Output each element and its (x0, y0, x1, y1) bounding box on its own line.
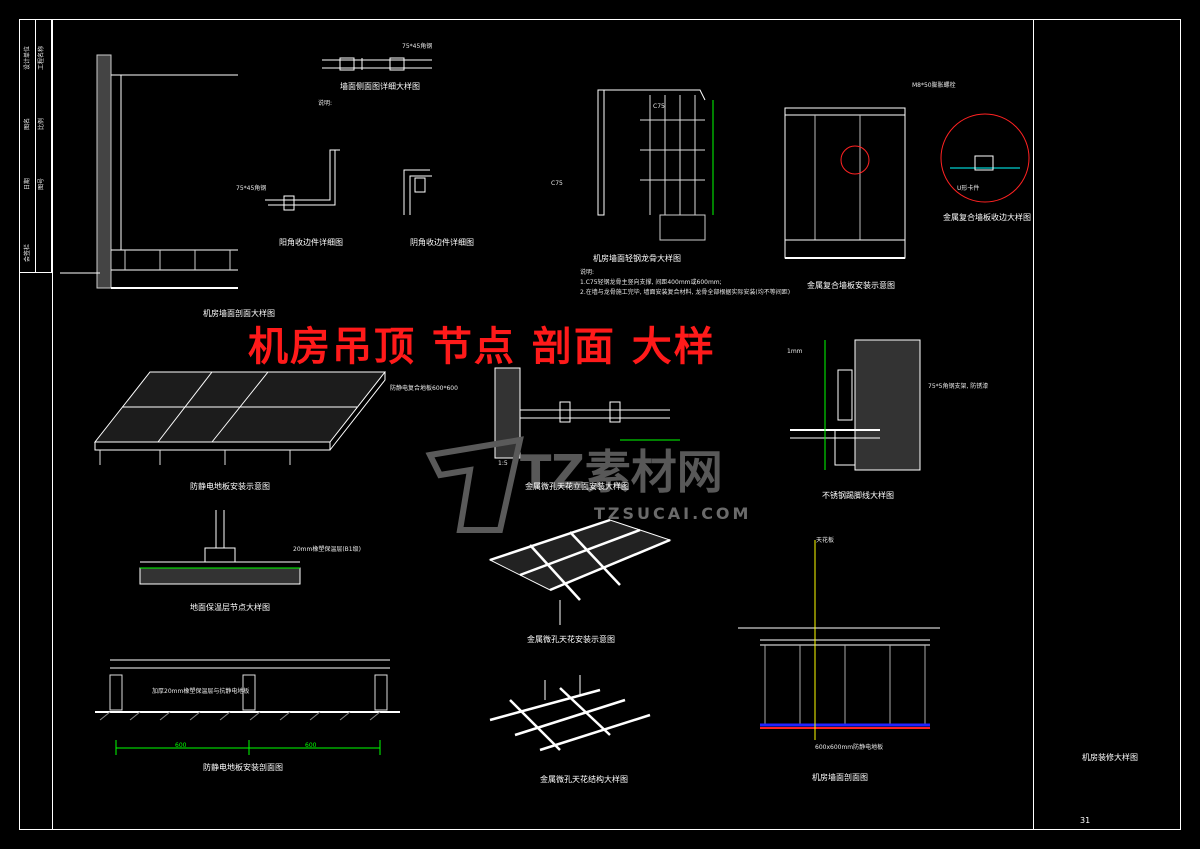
caption-floor-insulation: 地面保温层节点大样图 (190, 603, 270, 612)
label-tile-size: 防静电复合地板600*600 (390, 385, 458, 392)
label-scale-bar: 1:5 (498, 460, 508, 467)
label-angle: 75*45角钢 (402, 43, 433, 50)
label-angle2: 75*45角钢 (236, 185, 267, 192)
label-ceiling-tile: 天花板 (816, 537, 835, 544)
label-floor-grid: 600x600mm防静电地板 (815, 744, 884, 751)
label-dim-600a: 600 (175, 742, 187, 749)
caption-wall-section: 机房墙面剖面大样图 (203, 309, 275, 318)
watermark-url: TZSUCAI.COM (594, 504, 752, 523)
sheet-name: 机房装修大样图 (1082, 753, 1138, 762)
label-dim-600b: 600 (305, 742, 317, 749)
label-ms50: M8*50膨胀螺栓 (912, 82, 956, 89)
label-u-clip: U形卡件 (957, 185, 980, 192)
caption-room-section: 机房墙面剖面图 (812, 773, 868, 782)
caption-floor-section: 防静电地板安装剖面图 (203, 763, 283, 772)
caption-ceiling-section: 金属微孔天花立面安装大样图 (525, 482, 629, 491)
caption-ceiling-iso: 金属微孔天花安装示意图 (527, 635, 615, 644)
title-block-frame (1033, 19, 1181, 830)
label-c75b: C75 (653, 103, 665, 110)
caption-yang-corner: 阳角收边件详细图 (279, 238, 343, 247)
sheet-number: 31 (1080, 816, 1091, 825)
left-strip-divider (35, 19, 36, 273)
label-gap-1mm: 1mm (787, 348, 803, 355)
caption-skirting: 不锈钢踢脚线大样图 (822, 491, 894, 500)
watermark-name: TZ素材网 (520, 445, 723, 499)
caption-raised-floor: 防静电地板安装示意图 (190, 482, 270, 491)
wall-note-title: 说明: (318, 100, 333, 107)
label-insulation: 20mm橡塑保温层(B1级) (293, 546, 361, 553)
caption-ceiling-grid: 金属微孔天花结构大样图 (540, 775, 628, 784)
caption-yin-corner: 阴角收边件详细图 (410, 238, 474, 247)
label-angle3: 75*5角钢支架, 防锈漆 (928, 383, 989, 390)
keel-note-1: 1.C75轻钢龙骨主竖向支撑, 间距400mm或600mm; (580, 279, 722, 286)
wall-hatch (96, 54, 112, 289)
caption-wall-side: 墙面侧面图详细大样图 (340, 82, 420, 91)
keel-note-2: 2.在墙与龙骨施工完毕, 墙面安装复合材料, 龙骨全部根据实际安装(均不等间距) (580, 289, 791, 296)
caption-steel-keel: 机房墙面轻钢龙骨大样图 (593, 254, 681, 263)
keel-note-title: 说明: (580, 269, 595, 276)
label-floor-insul: 加厚20mm橡塑保温层与抗静电地板 (152, 688, 250, 695)
headline: 机房吊顶 节点 剖面 大样 (248, 324, 716, 370)
caption-metal-board-detail: 金属复合墙板收边大样图 (943, 213, 1031, 222)
label-c75a: C75 (551, 180, 563, 187)
caption-metal-board: 金属复合墙板安装示意图 (807, 281, 895, 290)
